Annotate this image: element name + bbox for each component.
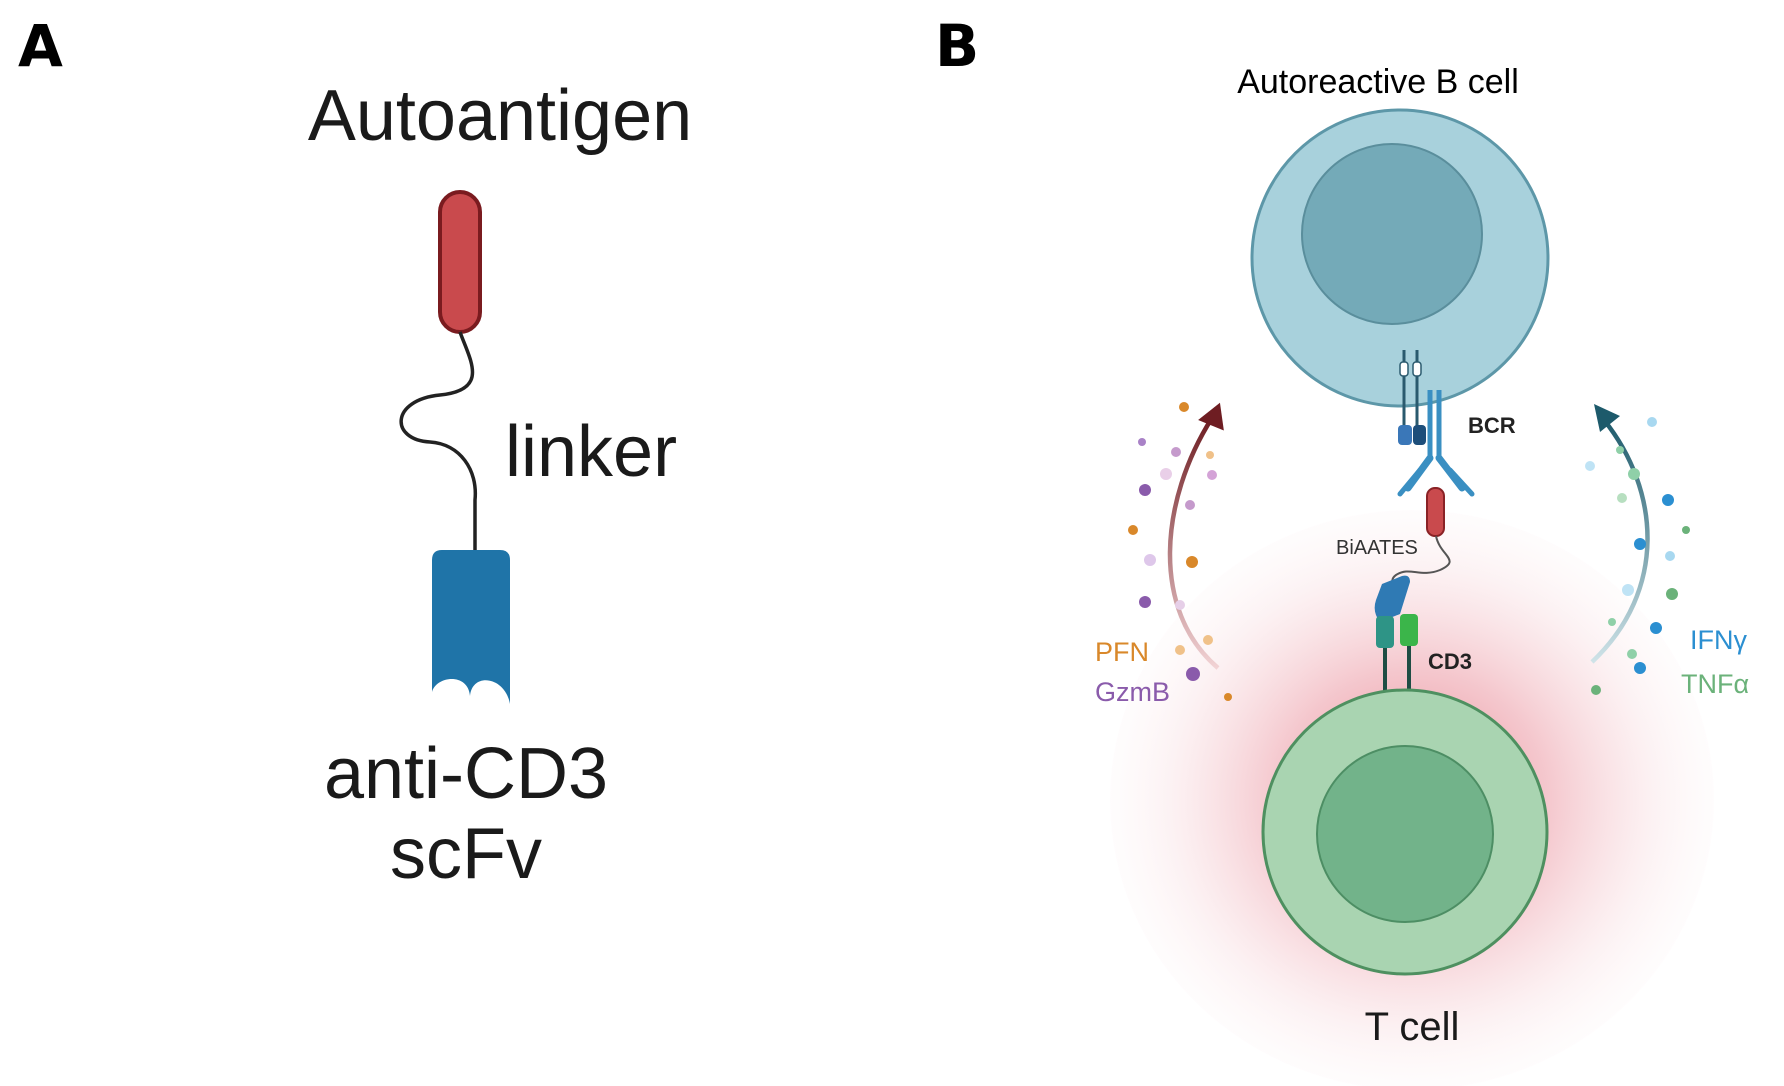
autoantigen-label: Autoantigen bbox=[308, 76, 692, 156]
panel-b-letter: B bbox=[935, 12, 979, 80]
biaates-scfv bbox=[1374, 575, 1410, 622]
scfv-label-line1: anti-CD3 bbox=[324, 734, 608, 814]
panel-b: B Autoreactive B cell BCR BiAATES bbox=[935, 12, 1749, 1086]
linker-strand bbox=[399, 331, 478, 552]
panel-a-letter: A bbox=[18, 12, 63, 80]
pfn-label: PFN bbox=[1095, 637, 1149, 667]
t-cell-label: T cell bbox=[1365, 1005, 1460, 1049]
b-cell-nucleus bbox=[1301, 143, 1483, 325]
bcr-receptor bbox=[1397, 350, 1475, 497]
autoantigen-domain bbox=[438, 190, 482, 334]
cytotoxic-secretion-arrow bbox=[1167, 416, 1220, 670]
cytokine-particles bbox=[1585, 417, 1690, 695]
linker-label: linker bbox=[505, 412, 677, 492]
right-arrowhead bbox=[1594, 404, 1620, 432]
cytotoxic-granules bbox=[1128, 402, 1232, 701]
left-arrowhead bbox=[1198, 402, 1224, 431]
panel-a: A Autoantigen linker anti-CD3 scFv bbox=[18, 12, 692, 894]
ifng-label: IFNγ bbox=[1690, 625, 1747, 655]
anti-cd3-scfv-domain bbox=[432, 550, 510, 704]
tnfa-label: TNFα bbox=[1681, 669, 1749, 699]
b-cell-label: Autoreactive B cell bbox=[1237, 63, 1519, 101]
cd3-label: CD3 bbox=[1428, 649, 1472, 674]
bcr-label: BCR bbox=[1468, 413, 1516, 438]
biaates-autoantigen bbox=[1426, 487, 1445, 537]
t-cell-nucleus bbox=[1316, 745, 1494, 923]
scfv-label-line2: scFv bbox=[390, 814, 542, 894]
biaates-label: BiAATES bbox=[1336, 537, 1418, 559]
gzmb-label: GzmB bbox=[1095, 677, 1170, 707]
